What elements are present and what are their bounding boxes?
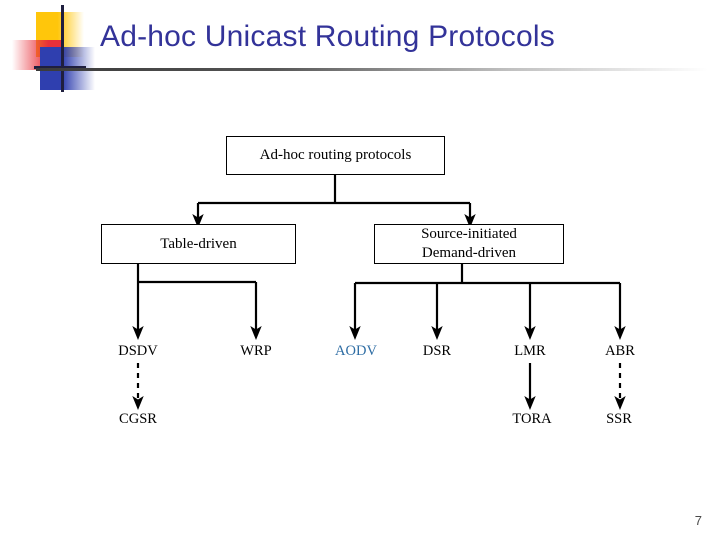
leaf-label-dsr: DSR — [422, 343, 452, 359]
leaf-label-cgsr: CGSR — [119, 411, 157, 427]
node-label-root: Ad-hoc routing protocols — [259, 147, 412, 164]
title-underline-rule — [36, 68, 708, 71]
node-box-source-initiated: Source-initiated Demand-driven — [374, 224, 564, 264]
leaf-label-ssr: SSR — [606, 411, 632, 427]
leaf-label-tora: TORA — [512, 411, 552, 427]
leaf-label-dsdv: DSDV — [118, 343, 158, 359]
leaf-label-abr: ABR — [605, 343, 635, 359]
logo-vertical-line — [61, 5, 64, 92]
page-number: 7 — [694, 513, 702, 528]
node-label-table-driven: Table-driven — [160, 235, 237, 252]
node-box-root: Ad-hoc routing protocols — [226, 136, 445, 175]
leaf-label-aodv: AODV — [335, 343, 377, 359]
node-label-source-initiated-line1: Source-initiated — [421, 226, 517, 243]
leaf-label-lmr: LMR — [514, 343, 546, 359]
leaf-label-wrp: WRP — [240, 343, 272, 359]
node-label-source-initiated-line2: Demand-driven — [421, 245, 517, 261]
logo-horizontal-line — [34, 66, 86, 69]
node-box-table-driven: Table-driven — [101, 224, 296, 264]
page-title: Ad-hoc Unicast Routing Protocols — [100, 20, 555, 53]
